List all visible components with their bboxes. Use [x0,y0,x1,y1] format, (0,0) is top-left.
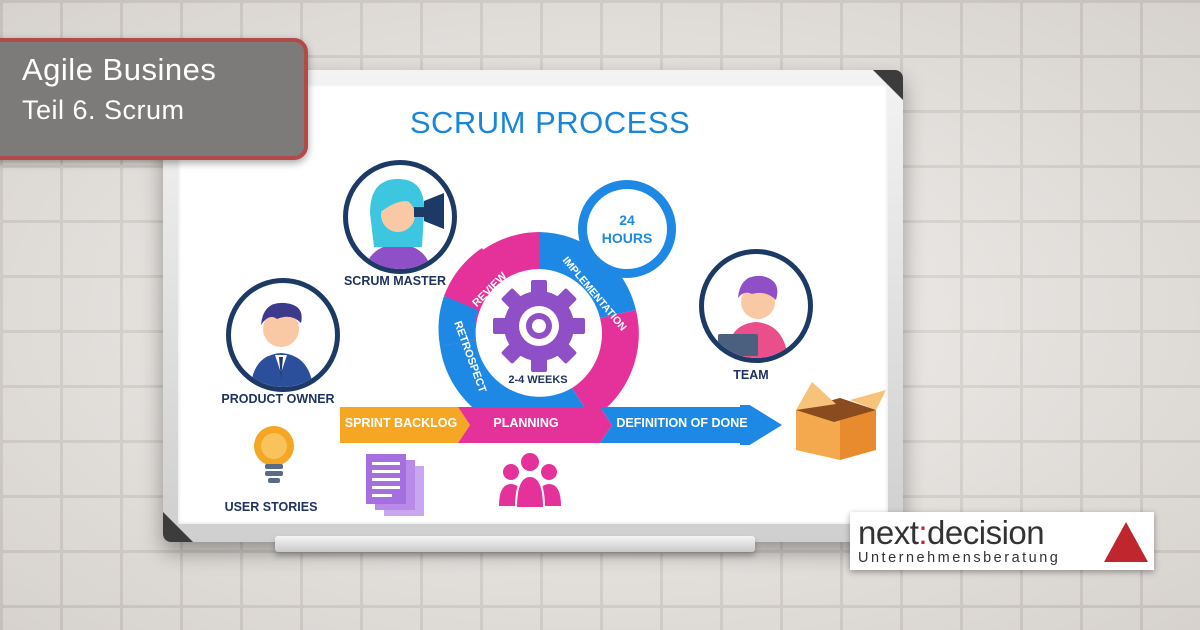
team-avatar [699,249,813,363]
logo-colon: : [918,514,928,551]
scrum-master-label: SCRUM MASTER [343,274,447,288]
board-title: SCRUM PROCESS [409,105,691,140]
planning-label: PLANNING [493,416,559,430]
scrum-master-illustration [366,179,444,269]
logo-word-right: decision [927,514,1045,551]
company-logo: next:decision Unternehmensberatung [850,512,1154,570]
title-tag [0,38,308,160]
team-member-illustration [718,275,788,358]
marker-tray [275,536,755,552]
process-arrow [340,405,782,445]
logo-tagline: Unternehmensberatung [858,550,1061,566]
scrum-master-avatar [343,160,457,274]
product-owner-label: PRODUCT OWNER [221,392,335,406]
logo-word-left: next [858,514,919,551]
user-stories-label: USER STORIES [224,500,318,514]
sprint-duration-label: 2-4 WEEKS [508,374,568,386]
logo-wordmark: next:decision [858,514,1045,552]
tag-title: Agile Busines [22,52,217,87]
daily-scrum-line2: HOURS [601,230,653,246]
team-group-icon [499,453,561,509]
logo-triangle-icon [1104,522,1148,562]
team-label: TEAM [733,368,769,382]
gear-icon [493,280,585,372]
product-owner-illustration [251,302,313,387]
product-owner-avatar [226,278,340,392]
lightbulb-icon [254,426,294,483]
tag-subtitle: Teil 6. Scrum [22,95,185,125]
sprint-backlog-label: SPRINT BACKLOG [344,416,458,430]
definition-of-done-label: DEFINITION OF DONE [616,416,748,430]
documents-icon [366,454,424,516]
delivery-box-icon [796,382,886,460]
daily-scrum-line1: 24 [619,212,635,228]
daily-scrum-bubble: 24 HOURS [578,180,676,278]
